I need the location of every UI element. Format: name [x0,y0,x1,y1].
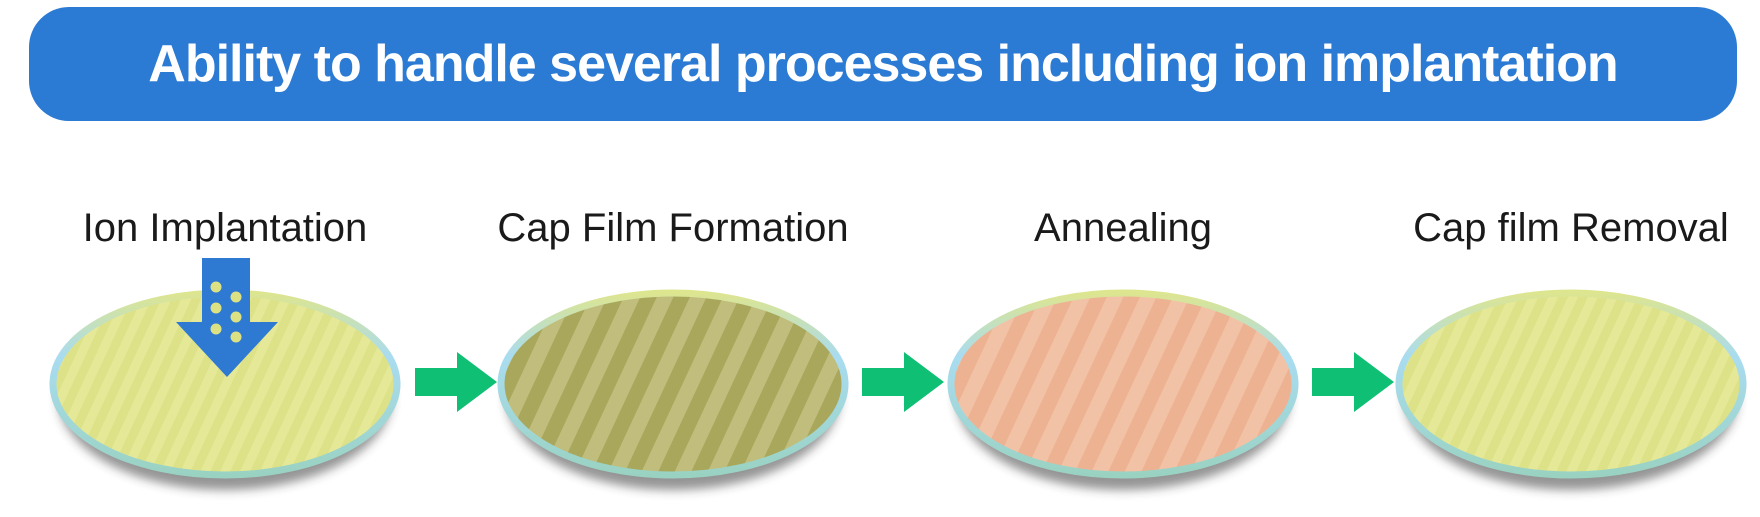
wafer-annealing [947,289,1299,490]
header-title: Ability to handle several processes incl… [148,35,1618,93]
wafer-cap-film-removal [1395,289,1747,490]
header-banner: Ability to handle several processes incl… [29,7,1737,121]
wafer-ellipse [1395,289,1747,479]
ion-beam-arrow-icon [176,258,278,377]
flow-arrow-icon [415,352,497,412]
step-label-ion-implantation: Ion Implantation [82,206,368,250]
wafer-ellipse [947,289,1299,479]
step-label-cap-film-formation: Cap Film Formation [497,206,849,250]
step-label-cap-film-removal: Cap film Removal [1413,206,1729,250]
flow-arrow-icon [862,352,944,412]
wafer-cap-film-formation [497,289,849,490]
wafer-ion-implantation [49,289,401,490]
flow-arrow-icon [1312,352,1394,412]
step-label-annealing: Annealing [1034,206,1212,250]
wafer-ellipse [497,289,849,479]
ion-dots [210,281,242,343]
